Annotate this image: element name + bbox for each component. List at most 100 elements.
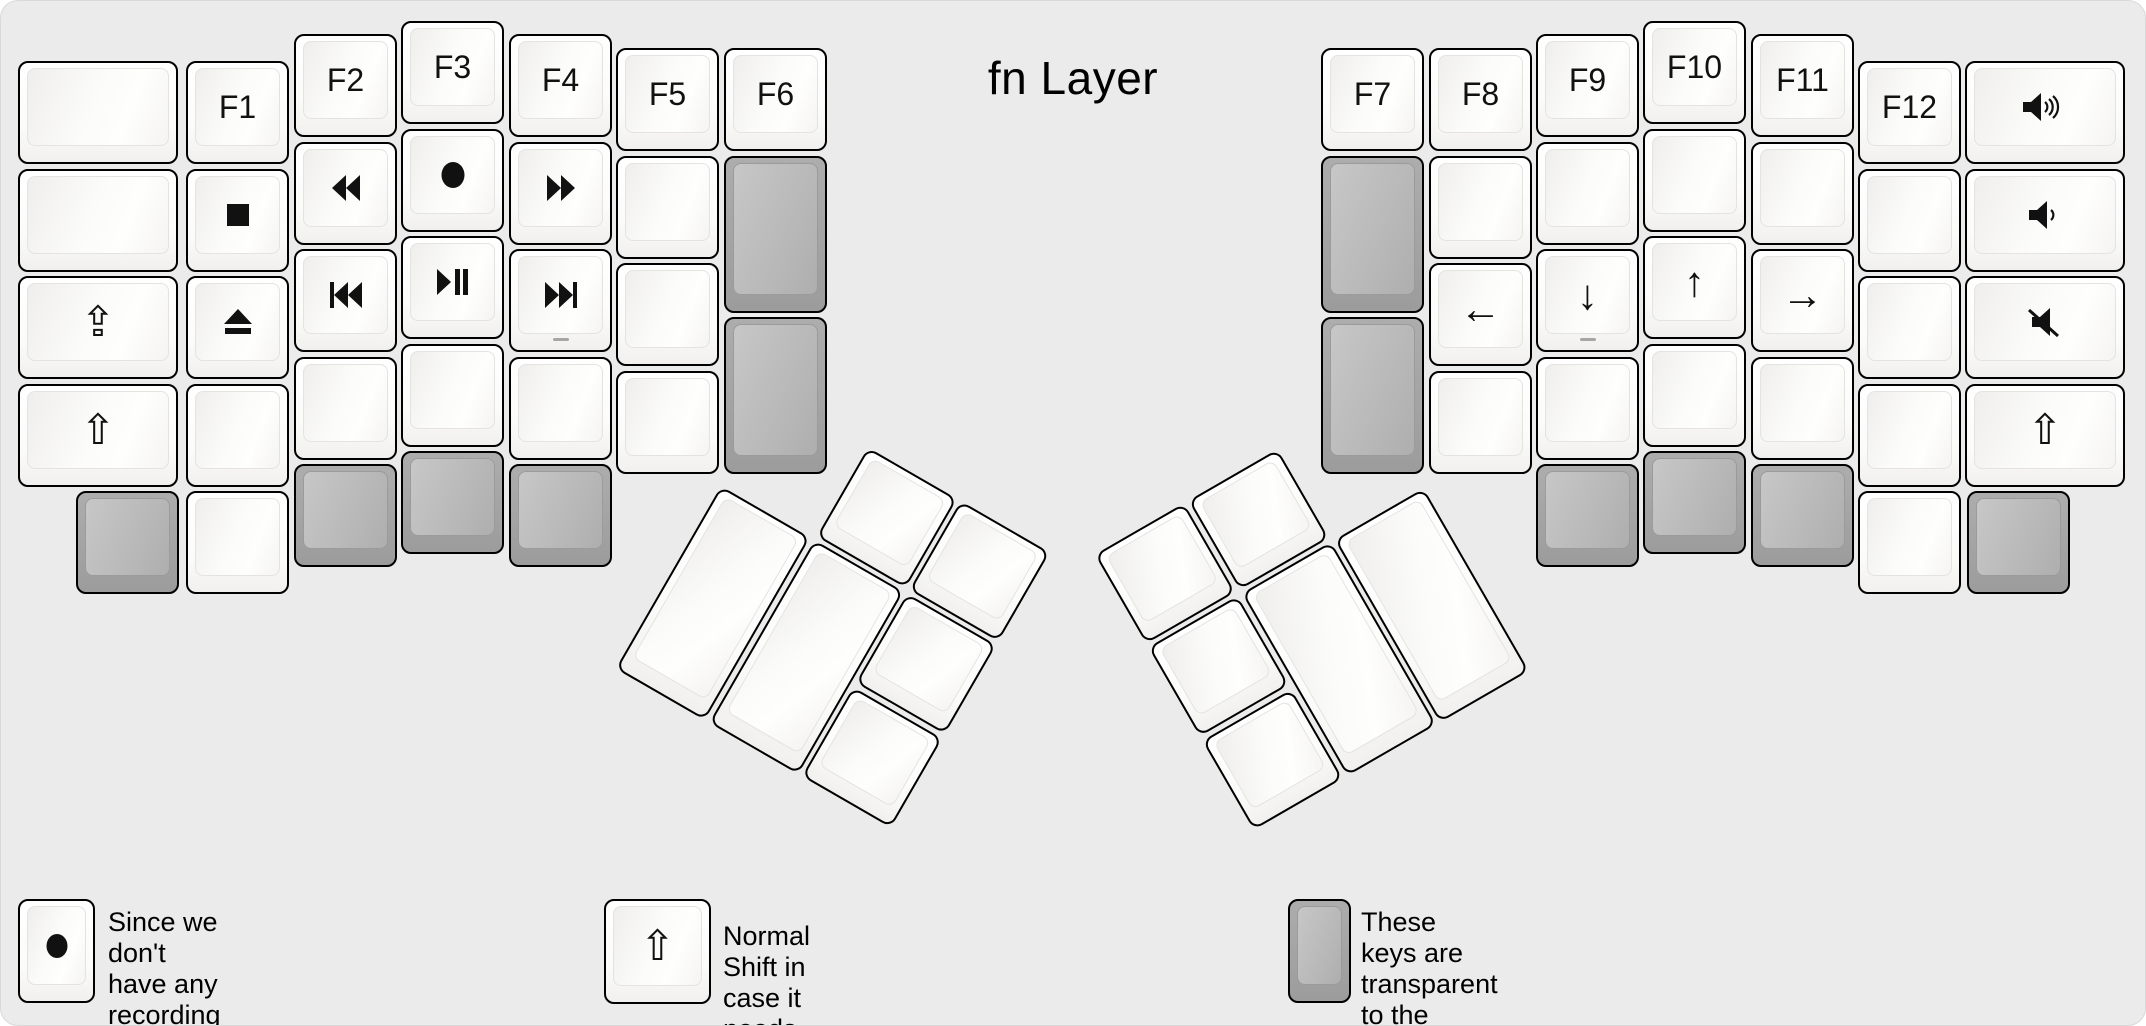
key-f3[interactable]: F3 [401,21,504,124]
keytop [1652,136,1737,214]
key-volume-up[interactable] [1965,61,2125,164]
key-blank[interactable] [18,169,178,272]
keytop [1652,458,1737,536]
key-fast-forward[interactable] [509,142,612,245]
keytop [195,391,280,469]
keytop: ⇧ [613,906,702,986]
key-blank[interactable] [186,384,289,487]
key-blank[interactable] [509,357,612,460]
key-transparent[interactable] [1751,464,1854,567]
key-transparent[interactable] [76,491,179,594]
keytop [1867,391,1952,469]
key-blank[interactable] [1429,371,1532,474]
key-blank[interactable] [186,491,289,594]
keytop [733,163,818,295]
key-eject[interactable] [186,276,289,379]
legend: Since we don't have any recording key, t… [1,881,2145,1026]
fast-forward-icon [546,175,576,201]
key-prev-track[interactable] [294,249,397,352]
key-blank[interactable] [616,156,719,259]
keytop [1760,364,1845,442]
keytop [303,471,388,549]
key-f6[interactable]: F6 [724,48,827,151]
key-f1[interactable]: F1 [186,61,289,164]
key-f12[interactable]: F12 [1858,61,1961,164]
keytop [1974,176,2116,254]
key-label: F10 [1666,49,1723,85]
keytop [1330,163,1415,295]
keytop [833,457,946,568]
keytop [1976,498,2061,576]
keytop [195,176,280,254]
key-transparent[interactable] [1321,317,1424,474]
key-transparent[interactable] [509,464,612,567]
key-mute[interactable] [1965,276,2125,379]
key-next-track[interactable] [509,249,612,352]
key-blank[interactable] [18,61,178,164]
key-rewind[interactable] [294,142,397,245]
key-record[interactable] [401,129,504,232]
key-f10[interactable]: F10 [1643,21,1746,124]
key-arrow-right[interactable]: → [1751,249,1854,352]
keytop [1867,498,1952,576]
key-blank[interactable] [1858,276,1961,379]
key-label: F7 [1353,76,1392,112]
key-f2[interactable]: F2 [294,34,397,137]
key-arrow-down[interactable]: ↓ [1536,249,1639,352]
keytop [733,324,818,456]
key-arrow-up[interactable]: ↑ [1643,236,1746,339]
key-f11[interactable]: F11 [1751,34,1854,137]
key-arrow-left[interactable]: ← [1429,263,1532,366]
key-f7[interactable]: F7 [1321,48,1424,151]
legend-text: Since we don't have any recording key, t… [108,907,221,1026]
keytop [1974,283,2116,361]
key-blank[interactable] [1643,129,1746,232]
keytop: F3 [410,28,495,106]
key-blank[interactable] [616,263,719,366]
key-label: F5 [648,76,687,112]
key-blank[interactable] [1751,357,1854,460]
key-f9[interactable]: F9 [1536,34,1639,137]
keytop: ⇧ [1974,391,2116,469]
key-transparent[interactable] [1321,156,1424,313]
key-volume-down[interactable] [1965,169,2125,272]
key-blank[interactable] [1751,142,1854,245]
next-track-icon [544,282,577,308]
key-label: ⇪ [80,298,116,345]
key-f8[interactable]: F8 [1429,48,1532,151]
key-transparent[interactable] [294,464,397,567]
keytop [410,458,495,536]
homing-dash [1579,337,1596,341]
record-key-icon [18,899,95,1003]
key-blank[interactable] [616,371,719,474]
key-label: F9 [1568,62,1607,98]
keytop: ↓ [1545,256,1630,334]
key-play-pause[interactable] [401,236,504,339]
key-blank[interactable] [1858,169,1961,272]
key-blank[interactable] [1536,142,1639,245]
key-blank[interactable] [1643,344,1746,447]
key-blank[interactable] [1429,156,1532,259]
key-transparent[interactable] [1643,451,1746,554]
key-blank[interactable] [294,357,397,460]
key-blank[interactable] [1536,357,1639,460]
key-blank[interactable] [401,344,504,447]
key-transparent[interactable] [724,156,827,313]
key-stop[interactable] [186,169,289,272]
key-blank[interactable] [1858,384,1961,487]
key-transparent[interactable] [1967,491,2070,594]
key-shift[interactable]: ⇧ [18,384,178,487]
keytop [1438,378,1523,456]
keytop [518,149,603,227]
key-f5[interactable]: F5 [616,48,719,151]
keytop [1652,351,1737,429]
key-transparent[interactable] [1536,464,1639,567]
key-blank[interactable] [1858,491,1961,594]
key-caps-lock[interactable]: ⇪ [18,276,178,379]
key-shift[interactable]: ⇧ [1965,384,2125,487]
key-f4[interactable]: F4 [509,34,612,137]
key-transparent[interactable] [724,317,827,474]
volume-up-icon [2023,91,2067,123]
keytop [625,270,710,348]
key-transparent[interactable] [401,451,504,554]
